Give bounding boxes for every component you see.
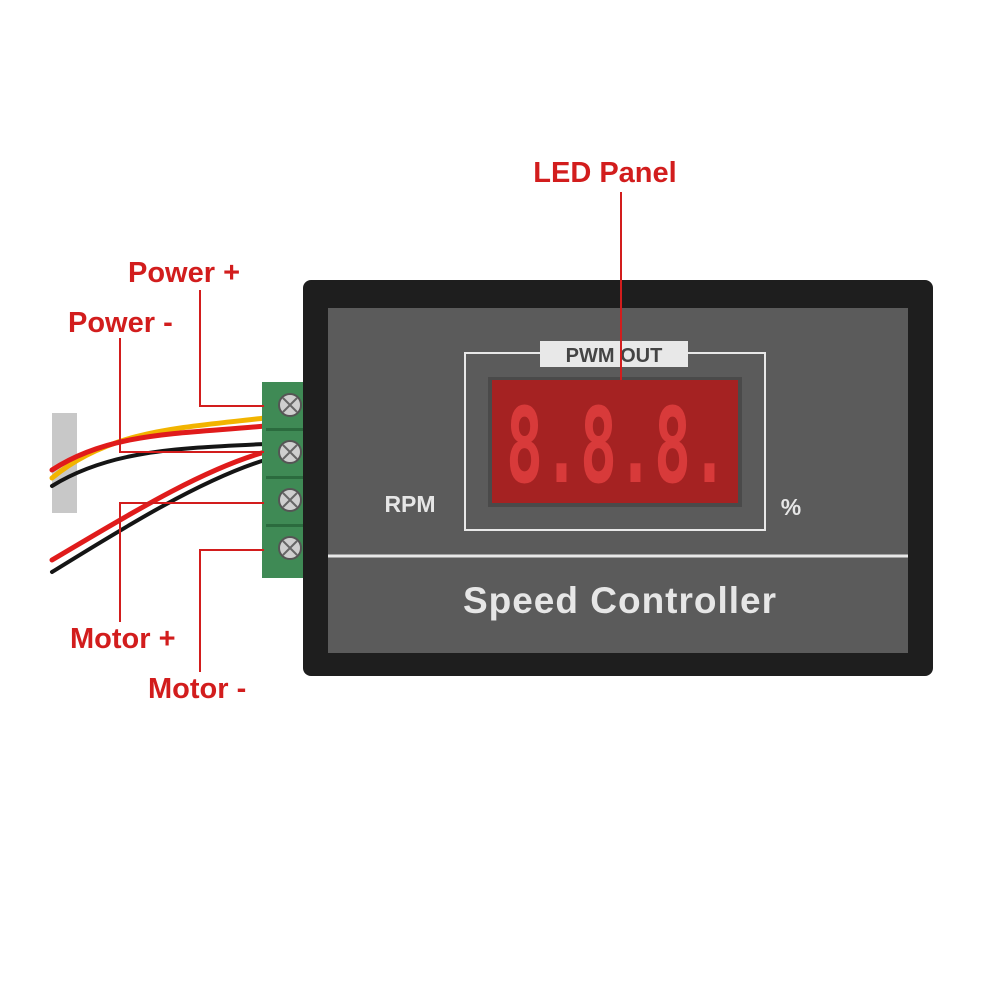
display-label: PWM OUT [566,345,663,367]
wire-black-motor [50,458,267,574]
percent-label: % [781,494,801,520]
led-panel [492,380,738,503]
led-digits: 8.8.8. [506,385,728,507]
wire-red-power [49,423,268,473]
power-minus-leader [119,338,264,453]
device-name: Speed Controller [463,580,777,621]
callout-power-minus: Power - [68,307,173,339]
screw-slot-icon [282,492,298,508]
power-plus-leader [199,290,264,407]
terminal-divider [266,524,306,527]
rpm-label: RPM [384,491,435,517]
terminal-block [262,382,307,578]
display-label-box [540,341,688,367]
motor-plus-leader [119,502,264,622]
wires [49,415,268,574]
callout-motor-plus: Motor + [70,623,176,655]
motor-minus-leader [199,549,264,672]
screw-slot-icon [282,397,298,413]
wire-red-motor [49,449,268,563]
wire-yellow [49,415,268,481]
callout-power-plus: Power + [128,257,240,289]
callout-led-panel: LED Panel [533,157,676,189]
callout-lines [119,192,622,672]
wire-black-power [50,442,267,488]
terminal-divider [266,476,306,479]
screw-slot-icon [282,444,298,460]
callout-motor-minus: Motor - [148,673,246,705]
terminal-divider [266,428,306,431]
screw-slot-icon [282,540,298,556]
